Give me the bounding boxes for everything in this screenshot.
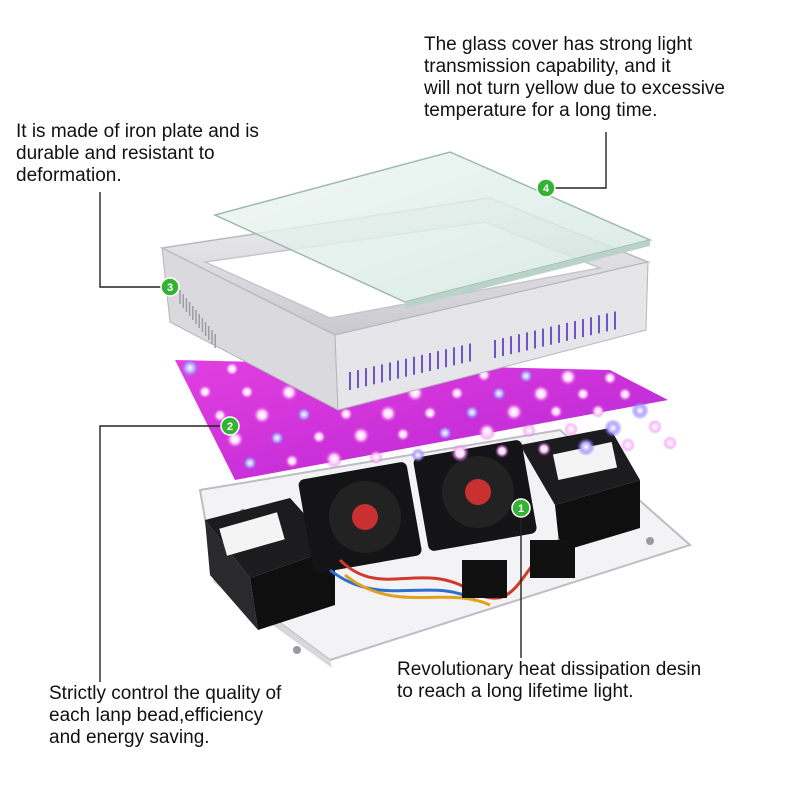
led-bead	[270, 431, 284, 445]
led-bead	[379, 404, 397, 423]
led-bead	[564, 422, 578, 437]
led-bead	[198, 384, 212, 399]
led-bead	[648, 419, 662, 434]
callout-iron-frame: It is made of iron plate and is durable …	[16, 121, 259, 186]
led-bead	[411, 448, 425, 462]
leader-line-4	[553, 132, 607, 189]
callout-lamp-bead: Strictly control the quality of each lan…	[49, 683, 282, 748]
cooling-fans	[298, 440, 575, 607]
leader-line-3	[99, 192, 162, 288]
led-bead	[297, 407, 311, 422]
led-bead	[225, 362, 239, 376]
led-bead	[450, 386, 464, 401]
led-bead	[618, 387, 632, 402]
led-bead	[243, 456, 257, 470]
glass-cover	[212, 151, 653, 308]
callout-glass-cover: The glass cover has strong light transmi…	[424, 34, 725, 121]
badge-1: 1	[511, 498, 531, 518]
svg-text:2: 2	[227, 421, 233, 433]
badge-4: 4	[536, 178, 556, 198]
led-bead	[549, 404, 563, 419]
led-bead	[423, 406, 437, 420]
led-bead	[492, 386, 506, 401]
led-bead	[495, 444, 509, 458]
badge-2: 2	[220, 416, 240, 436]
svg-text:3: 3	[167, 282, 173, 294]
led-bead	[478, 422, 496, 441]
led-bead	[312, 429, 326, 444]
led-bead	[396, 427, 410, 442]
led-bead	[522, 423, 536, 438]
led-bead	[591, 404, 605, 418]
led-board	[175, 359, 677, 480]
led-bead	[285, 454, 299, 468]
led-bead	[253, 406, 271, 424]
led-bead	[438, 426, 452, 440]
svg-text:4: 4	[543, 183, 550, 195]
led-bead	[181, 359, 199, 377]
led-bead	[519, 369, 533, 383]
callout-heat-dissipation: Revolutionary heat dissipation desin to …	[397, 659, 702, 702]
led-bead	[451, 444, 469, 462]
led-bead	[577, 438, 595, 456]
led-bead	[621, 438, 635, 452]
led-bead	[663, 436, 677, 450]
led-bead	[240, 385, 254, 399]
led-bead	[465, 405, 479, 420]
led-bead	[505, 403, 523, 421]
led-bead	[352, 426, 370, 445]
led-bead	[532, 384, 550, 403]
led-bead	[325, 450, 343, 468]
power-supply-left	[205, 498, 335, 630]
led-bead	[369, 450, 383, 464]
led-bead	[631, 401, 649, 420]
led-bead	[339, 407, 353, 421]
led-bead	[603, 371, 617, 385]
leader-lines	[99, 132, 607, 682]
led-bead	[280, 383, 298, 402]
led-bead	[559, 368, 577, 386]
leader-line-2	[99, 425, 221, 682]
svg-text:1: 1	[518, 503, 524, 515]
led-bead	[604, 419, 622, 437]
badge-3: 3	[160, 277, 180, 297]
led-bead	[576, 387, 590, 401]
led-bead	[537, 442, 551, 456]
